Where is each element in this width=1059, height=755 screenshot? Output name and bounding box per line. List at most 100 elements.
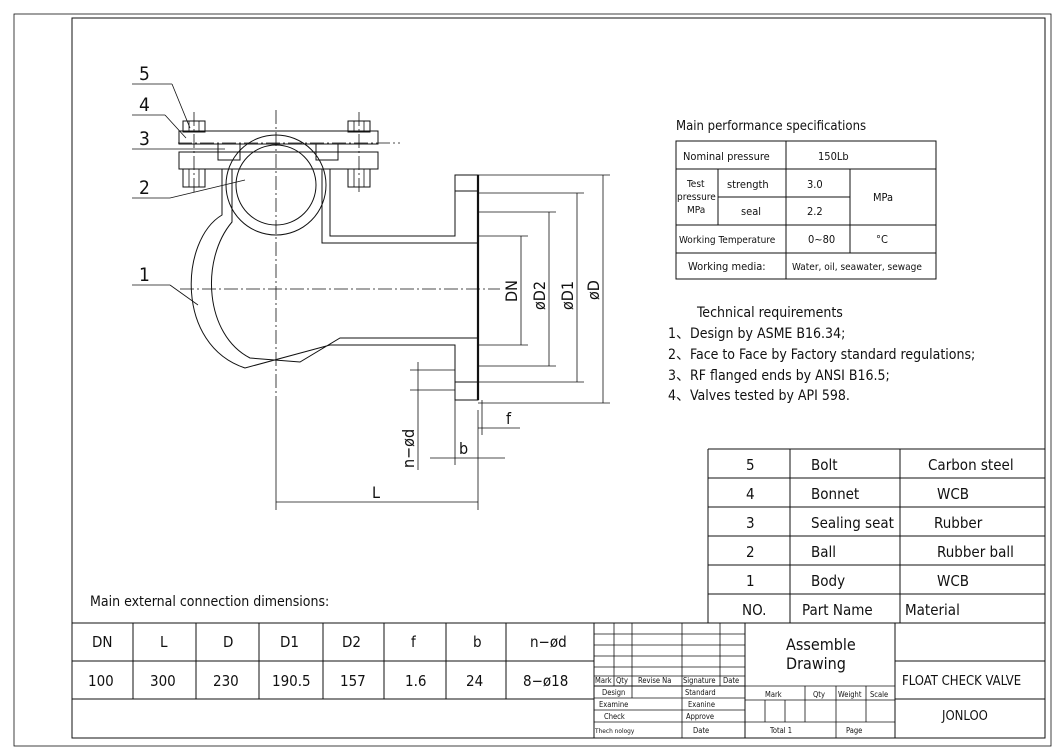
conn-h-f: f xyxy=(411,633,417,651)
callout-5: 5 xyxy=(139,63,150,85)
tb-qty: Qty xyxy=(616,676,628,685)
part-4-no: 4 xyxy=(746,485,755,503)
dim-d: øD xyxy=(584,280,603,300)
part-5-material: Carbon steel xyxy=(928,456,1014,474)
part-1-no: 1 xyxy=(746,572,755,590)
conn-v-dn: 100 xyxy=(88,672,114,690)
perf-pressure-unit: MPa xyxy=(873,191,893,204)
tb-signature: Signature xyxy=(683,676,716,685)
tb-revise: Revise Na xyxy=(638,676,671,685)
tb-approve: Approve xyxy=(686,712,714,721)
perf-seal-label: seal xyxy=(741,205,761,218)
tb-assemble-1: Assemble xyxy=(786,635,856,654)
callout-1: 1 xyxy=(139,264,150,286)
conn-h-b: b xyxy=(473,633,482,651)
perf-media-label: Working media: xyxy=(688,260,766,273)
conn-h-nd: n−ød xyxy=(530,633,567,651)
tb-exanine: Exanine xyxy=(688,700,715,709)
tb-page: Page xyxy=(846,726,862,735)
dimension-lines xyxy=(275,174,610,510)
tb-scale: Scale xyxy=(870,690,888,699)
inner-border xyxy=(71,17,1046,739)
tb-weight: Weight xyxy=(838,690,862,699)
tb-mark2: Mark xyxy=(765,690,782,699)
connection-values: 100 300 230 190.5 157 1.6 24 8−ø18 xyxy=(88,672,568,690)
dim-b: b xyxy=(459,439,468,458)
tb-date: Date xyxy=(723,676,739,685)
tb-check: Check xyxy=(604,712,625,721)
tb-assemble-2: Drawing xyxy=(786,654,846,673)
outer-border xyxy=(13,13,1052,747)
tech-title: Technical requirements xyxy=(696,305,843,321)
callout-2: 2 xyxy=(139,177,150,199)
conn-v-b: 24 xyxy=(466,672,483,690)
perf-nominal-value: 150Lb xyxy=(818,150,849,163)
part-4-name: Bonnet xyxy=(811,485,859,503)
valve-cross-section xyxy=(178,110,500,401)
bolt-right xyxy=(347,112,371,195)
perf-test-1: Test xyxy=(686,179,705,190)
part-2-name: Ball xyxy=(811,543,836,561)
conn-v-l: 300 xyxy=(150,672,176,690)
tb-technology: Thech nology xyxy=(594,727,635,735)
parts-table xyxy=(707,448,1045,623)
dim-dn: DN xyxy=(502,280,521,302)
tb-date2: Date xyxy=(693,726,709,735)
conn-v-f: 1.6 xyxy=(405,672,426,690)
perf-nominal-label: Nominal pressure xyxy=(683,150,770,163)
tb-company: JONLOO xyxy=(941,709,988,724)
part-3-name: Sealing seat xyxy=(811,514,894,532)
connection-headers: DN L D D1 D2 f b n−ød xyxy=(92,633,567,651)
perf-media-value: Water, oil, seawater, sewage xyxy=(792,262,922,273)
tb-qty2: Qty xyxy=(813,690,825,699)
part-2-no: 2 xyxy=(746,543,755,561)
tb-standard: Standard xyxy=(685,688,716,697)
tb-product: FLOAT CHECK VALVE xyxy=(902,674,1021,689)
parts-header-no: NO. xyxy=(742,601,766,619)
conn-h-l: L xyxy=(160,633,168,651)
callout-4: 4 xyxy=(139,94,150,116)
part-3-material: Rubber xyxy=(934,514,983,532)
performance-table xyxy=(675,140,937,280)
connection-table xyxy=(72,622,1045,738)
part-2-material: Rubber ball xyxy=(937,543,1014,561)
part-5-no: 5 xyxy=(746,456,755,474)
tech-item-4: 4、Valves tested by API 598. xyxy=(668,388,850,404)
performance-title: Main performance specifications xyxy=(676,119,866,134)
conn-h-d2: D2 xyxy=(342,633,361,651)
conn-h-d: D xyxy=(223,633,233,651)
perf-temp-value: 0~80 xyxy=(808,233,835,246)
title-block-labels: Mark Qty Revise Na Signature Date Design… xyxy=(594,676,888,735)
conn-v-d1: 190.5 xyxy=(272,672,311,690)
dim-l: L xyxy=(372,483,380,502)
callout-leaders xyxy=(132,83,246,306)
dim-d2: øD2 xyxy=(530,281,549,310)
perf-strength-label: strength xyxy=(727,178,769,191)
dim-f: f xyxy=(506,409,512,428)
tb-examine: Examine xyxy=(599,700,628,709)
tb-mark: Mark xyxy=(595,676,612,685)
conn-v-d2: 157 xyxy=(340,672,366,690)
conn-h-dn: DN xyxy=(92,633,113,651)
perf-test-2: pressure xyxy=(677,192,716,203)
tb-design: Design xyxy=(602,688,625,697)
title-block-grid xyxy=(594,623,1045,738)
callout-3: 3 xyxy=(139,128,150,150)
tech-item-3: 3、RF flanged ends by ANSI B16.5; xyxy=(668,368,890,384)
perf-temp-unit: °C xyxy=(876,233,888,246)
conn-h-d1: D1 xyxy=(280,633,299,651)
parts-header-material: Material xyxy=(905,601,960,619)
perf-test-3: MPa xyxy=(687,205,705,216)
connection-title: Main external connection dimensions: xyxy=(90,594,329,610)
perf-strength-value: 3.0 xyxy=(807,178,823,191)
tb-total: Total 1 xyxy=(769,726,792,735)
dim-d1: øD1 xyxy=(558,281,577,310)
part-5-name: Bolt xyxy=(811,456,838,474)
bolt-left xyxy=(182,112,206,195)
conn-v-d: 230 xyxy=(213,672,239,690)
conn-v-nd: 8−ø18 xyxy=(523,672,568,690)
perf-seal-value: 2.2 xyxy=(807,205,823,218)
part-4-material: WCB xyxy=(937,485,969,503)
dim-nd: n−ød xyxy=(399,429,418,468)
